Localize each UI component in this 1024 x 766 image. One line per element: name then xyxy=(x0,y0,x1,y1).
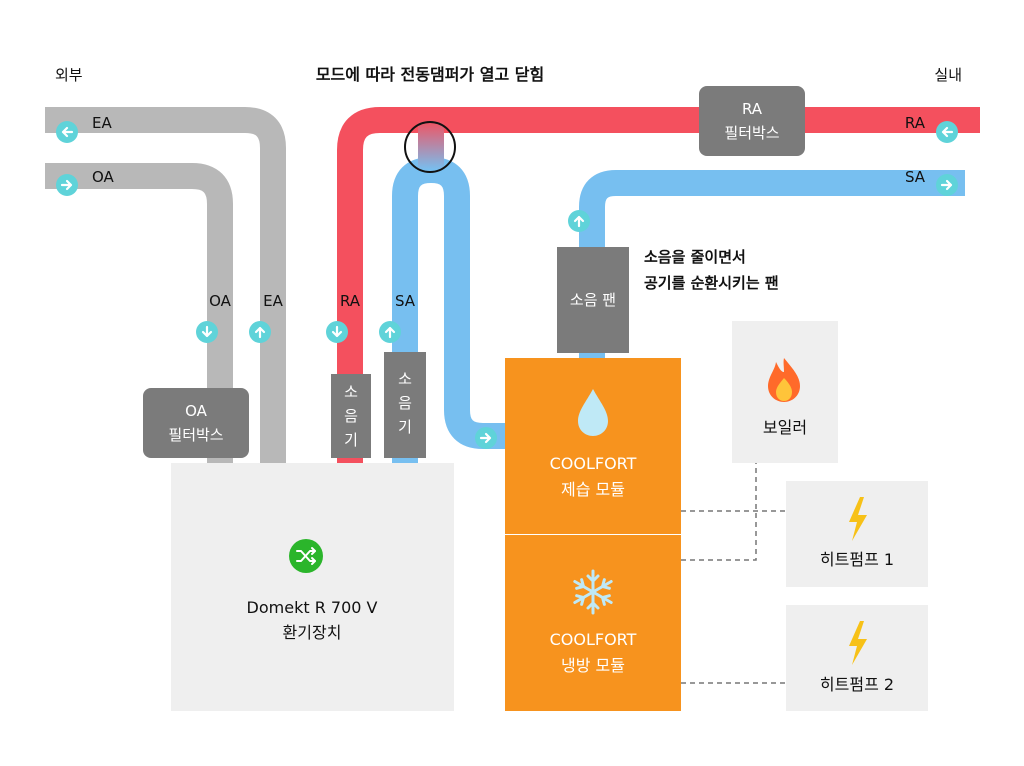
dashed-connectors xyxy=(681,463,786,684)
ra-filter-line2: 필터박스 xyxy=(724,124,779,142)
oa-vert-label: OA xyxy=(209,292,232,310)
silencer-right-box xyxy=(384,352,426,458)
ra-down-arrow-icon xyxy=(326,321,348,343)
cooling-line1: COOLFORT xyxy=(550,630,637,649)
dehumidify-line2: 제습 모듈 xyxy=(561,480,625,499)
flame-icon xyxy=(768,358,800,402)
heatpump1-box xyxy=(786,481,928,587)
oa-intake-arrow-icon xyxy=(56,174,78,196)
silencer-right-c1: 소 xyxy=(398,370,412,388)
ea-vert-label: EA xyxy=(263,292,283,310)
boiler-label: 보일러 xyxy=(763,418,807,437)
snowflake-icon xyxy=(573,569,613,615)
oa-duct xyxy=(45,163,233,463)
fan-note-line2: 공기를 순환시키는 팬 xyxy=(644,274,779,292)
damper-gradient xyxy=(418,120,444,170)
dehumidify-module-box xyxy=(505,358,681,534)
domekt-line2: 환기장치 xyxy=(283,623,342,642)
sa-vert-label: SA xyxy=(395,292,416,310)
fan-box xyxy=(557,247,629,353)
damper-circle xyxy=(404,121,456,173)
oa-filter-box xyxy=(143,388,249,458)
sa-duct-loop xyxy=(392,156,505,463)
silencer-left-c3: 기 xyxy=(344,431,358,449)
damper-note: 모드에 따라 전동댐퍼가 열고 닫힘 xyxy=(316,65,544,84)
dehumidify-line1: COOLFORT xyxy=(550,454,637,473)
ra-intake-arrow-icon xyxy=(936,121,958,143)
silencer-left-c2: 음 xyxy=(344,407,358,425)
shuffle-icon xyxy=(296,547,316,565)
heatpump2-label: 히트펌프 2 xyxy=(820,675,894,694)
lightning-icon-2 xyxy=(849,621,867,665)
silencer-left-c1: 소 xyxy=(344,383,358,401)
lightning-icon-1 xyxy=(849,497,867,541)
ra-right-label: RA xyxy=(905,114,926,132)
oa-outer-label: OA xyxy=(92,168,115,186)
ra-vert-label: RA xyxy=(340,292,361,310)
heatpump2-box xyxy=(786,605,928,711)
oa-filter-line2: 필터박스 xyxy=(168,426,223,444)
sa-module-arrow-icon xyxy=(475,427,497,449)
sa-supply-duct xyxy=(579,170,965,360)
ea-exit-arrow-icon xyxy=(56,121,78,143)
silencer-right-c3: 기 xyxy=(398,418,412,436)
ea-duct xyxy=(45,107,286,463)
oa-filter-line1: OA xyxy=(185,402,208,420)
ea-outer-label: EA xyxy=(92,114,112,132)
oa-down-arrow-icon xyxy=(196,321,218,343)
domekt-line1: Domekt R 700 V xyxy=(247,598,378,617)
ra-filter-box xyxy=(699,86,805,156)
silencer-right-c2: 음 xyxy=(398,394,412,412)
silencer-left-box xyxy=(331,374,371,458)
ra-filter-line1: RA xyxy=(742,100,763,118)
sa-exit-arrow-icon xyxy=(936,174,958,196)
inside-label: 실내 xyxy=(934,66,962,84)
sa-fan-up-arrow-icon xyxy=(568,210,590,232)
sa-right-label: SA xyxy=(905,168,926,186)
water-drop-icon xyxy=(578,389,608,436)
ea-up-arrow-icon xyxy=(249,321,271,343)
fan-label: 소음 팬 xyxy=(570,291,616,309)
cooling-line2: 냉방 모듈 xyxy=(561,656,625,675)
cooling-module-box xyxy=(505,535,681,711)
domekt-unit-box xyxy=(171,463,454,711)
heatpump1-label: 히트펌프 1 xyxy=(820,550,894,569)
ra-duct xyxy=(337,107,980,463)
outside-label: 외부 xyxy=(55,66,83,84)
sa-up-arrow-icon xyxy=(379,321,401,343)
fan-note-line1: 소음을 줄이면서 xyxy=(644,248,746,266)
